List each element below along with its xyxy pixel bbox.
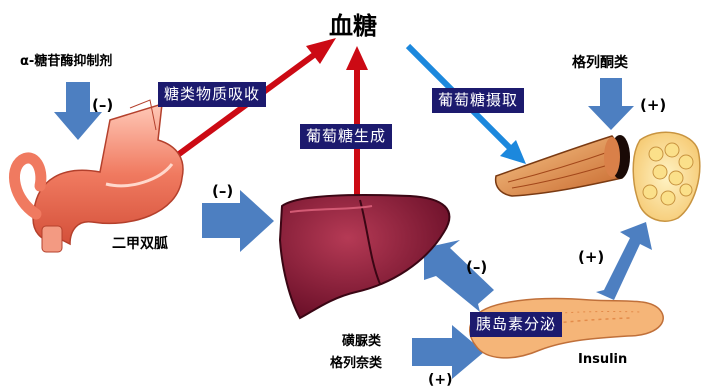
metformin-label: 二甲双胍 [112, 233, 168, 253]
sulfonylurea-label-line1: 磺脲类 [342, 330, 381, 349]
alpha-glucosidase-label: α-糖苷酶抑制剂 [20, 50, 112, 69]
pancreas-to-liver-block-arrow [424, 240, 494, 312]
glitazone-label: 格列酮类 [572, 52, 628, 72]
blood-glucose-title: 血糖 [329, 6, 377, 41]
absorption-label-box: 糖类物质吸收 [158, 82, 266, 107]
gluconeogenesis-label-box: 葡萄糖生成 [300, 124, 392, 149]
liver-illustration [280, 195, 449, 318]
metformin-sign: (–) [212, 182, 233, 200]
gluconeogenesis-arrow [346, 46, 368, 195]
glitazone-block-arrow [588, 78, 634, 130]
sulfonylurea-sign: (+) [428, 372, 453, 388]
alpha-glucosidase-sign: (–) [92, 96, 113, 114]
pancreas-to-liver-sign: (–) [466, 258, 487, 276]
insulin-secretion-label-box: 胰岛素分泌 [470, 312, 562, 337]
glucose-uptake-label-box: 葡萄糖摄取 [432, 88, 524, 113]
adipose-illustration [633, 132, 700, 221]
stomach-illustration [14, 100, 183, 252]
glitazone-sign: (+) [640, 96, 666, 114]
pancreas-to-tissue-sign: (+) [578, 248, 604, 266]
pancreas-to-tissue-block-arrow [596, 222, 652, 300]
insulin-label: Insulin [578, 352, 627, 367]
sulfonylurea-label-line2: 格列奈类 [330, 352, 382, 371]
